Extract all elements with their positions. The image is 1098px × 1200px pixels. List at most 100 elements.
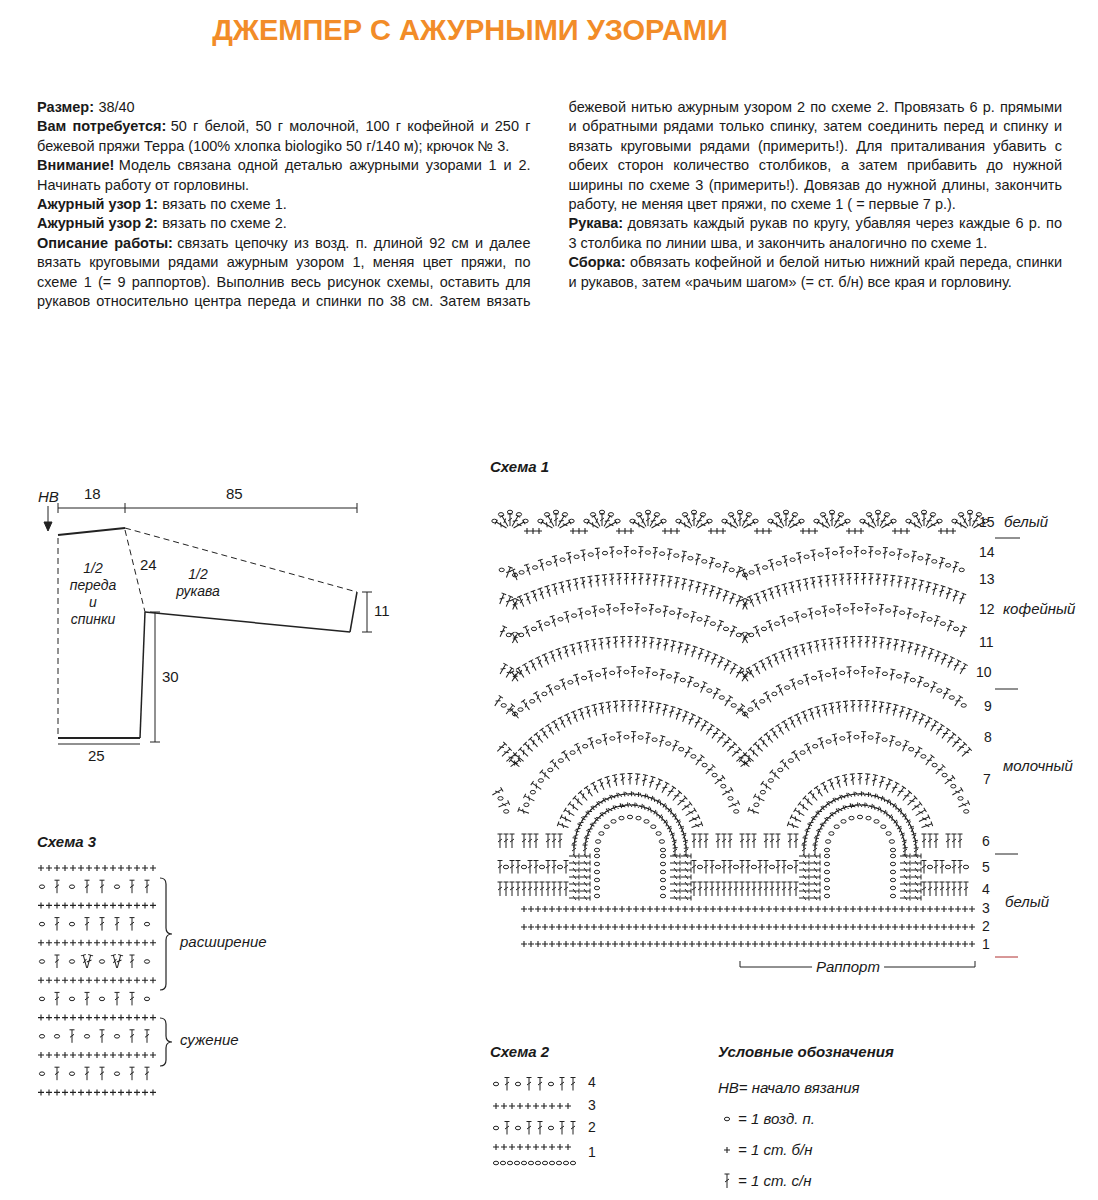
dc-symbol bbox=[789, 679, 798, 691]
dc-symbol bbox=[899, 831, 907, 842]
dc-symbol bbox=[538, 1122, 543, 1135]
chain-symbol bbox=[904, 554, 909, 558]
chain-symbol bbox=[588, 553, 593, 557]
dc-symbol bbox=[939, 653, 948, 665]
chain-symbol bbox=[557, 865, 562, 869]
sc-symbol bbox=[549, 906, 555, 912]
sc-symbol bbox=[682, 941, 688, 947]
dc-symbol bbox=[582, 838, 589, 849]
chain-symbol bbox=[39, 1072, 44, 1076]
sc-symbol bbox=[118, 865, 124, 871]
sc-symbol bbox=[717, 906, 723, 912]
dc-symbol bbox=[728, 834, 733, 848]
dc-symbol bbox=[808, 708, 816, 720]
dc-symbol bbox=[641, 637, 647, 648]
dc-symbol bbox=[919, 646, 927, 658]
sc-symbol bbox=[920, 906, 926, 912]
instruction-paragraph: Ажурный узор 1:вязать по схеме 1. bbox=[37, 195, 531, 214]
sc-symbol bbox=[542, 906, 548, 912]
dc-symbol bbox=[569, 889, 579, 894]
sc-symbol bbox=[852, 528, 858, 534]
sc-symbol bbox=[948, 924, 954, 930]
sc-symbol bbox=[54, 1052, 60, 1058]
dc-symbol bbox=[803, 674, 811, 686]
chain-symbol bbox=[697, 865, 702, 869]
sc-symbol bbox=[521, 924, 527, 930]
chain-symbol bbox=[548, 1126, 553, 1130]
dc-symbol bbox=[850, 637, 855, 648]
sc-symbol bbox=[661, 906, 667, 912]
dc-symbol bbox=[776, 834, 781, 848]
sc-symbol bbox=[521, 906, 527, 912]
chain-symbol bbox=[724, 1117, 729, 1121]
chain-symbol bbox=[599, 510, 604, 514]
dc-symbol bbox=[753, 794, 765, 803]
dc-symbol bbox=[534, 834, 539, 848]
chain-symbol bbox=[946, 564, 951, 568]
dc-symbol bbox=[964, 882, 969, 896]
dc-symbol bbox=[631, 573, 636, 584]
dc-symbol bbox=[752, 882, 757, 896]
chain-symbol bbox=[533, 566, 538, 570]
sc-symbol bbox=[906, 924, 912, 930]
dc-symbol bbox=[786, 515, 796, 528]
chain-symbol bbox=[498, 797, 503, 801]
sc-symbol bbox=[773, 941, 779, 947]
paragraph-heading: Размер: bbox=[37, 99, 94, 115]
dc-symbol bbox=[900, 896, 910, 901]
chain-symbol bbox=[627, 815, 632, 819]
sc-symbol bbox=[46, 940, 52, 946]
side-edge bbox=[140, 612, 145, 738]
dc-symbol bbox=[681, 889, 691, 894]
dc-symbol bbox=[130, 1067, 135, 1080]
dc-symbol bbox=[728, 882, 733, 896]
dc-symbol bbox=[644, 733, 651, 745]
row-number: 10 bbox=[976, 664, 992, 681]
dc-symbol bbox=[673, 845, 678, 855]
dc-symbol bbox=[904, 708, 912, 720]
chain-symbol bbox=[594, 886, 599, 890]
dc-symbol bbox=[905, 817, 914, 828]
dc-symbol bbox=[957, 593, 966, 605]
dc-symbol bbox=[510, 882, 515, 896]
dc-symbol bbox=[558, 882, 563, 896]
dc-symbol bbox=[585, 706, 593, 718]
dc-symbol bbox=[687, 714, 696, 726]
dc-symbol bbox=[928, 882, 933, 896]
dc-symbol bbox=[505, 1122, 510, 1135]
sleeve-fold bbox=[125, 528, 357, 592]
dc-symbol bbox=[671, 838, 678, 849]
dc-symbol bbox=[931, 584, 939, 596]
sc-symbol bbox=[858, 528, 864, 534]
chain-symbol bbox=[763, 566, 768, 570]
dc-symbol bbox=[546, 515, 556, 528]
dc-symbol bbox=[878, 795, 889, 804]
dc-symbol bbox=[832, 668, 838, 680]
dc-symbol bbox=[648, 795, 659, 804]
chain-symbol bbox=[953, 627, 958, 631]
dc-symbol bbox=[891, 818, 901, 829]
sc-symbol bbox=[584, 924, 590, 930]
sc-symbol bbox=[920, 941, 926, 947]
chain-symbol bbox=[516, 513, 521, 517]
chain-symbol bbox=[826, 840, 831, 844]
dc-symbol bbox=[715, 620, 724, 632]
chain-symbol bbox=[952, 519, 957, 523]
dc-symbol bbox=[674, 708, 682, 720]
dc-symbol bbox=[616, 732, 622, 743]
dc-symbol bbox=[710, 882, 715, 896]
paragraph-text: вязать по схеме 1. bbox=[162, 196, 287, 212]
dc-symbol bbox=[605, 637, 611, 648]
dc-symbol bbox=[544, 586, 552, 598]
chain-symbol bbox=[99, 997, 104, 1001]
dc-symbol bbox=[670, 861, 680, 866]
sc-symbol bbox=[598, 941, 604, 947]
dc-symbol bbox=[878, 515, 888, 528]
chain-symbol bbox=[868, 736, 873, 740]
chain-symbol bbox=[707, 689, 712, 693]
sc-symbol bbox=[927, 941, 933, 947]
chain-symbol bbox=[890, 878, 895, 882]
dc-symbol bbox=[858, 701, 863, 712]
dc-symbol bbox=[768, 588, 776, 600]
dc-symbol bbox=[896, 549, 902, 561]
